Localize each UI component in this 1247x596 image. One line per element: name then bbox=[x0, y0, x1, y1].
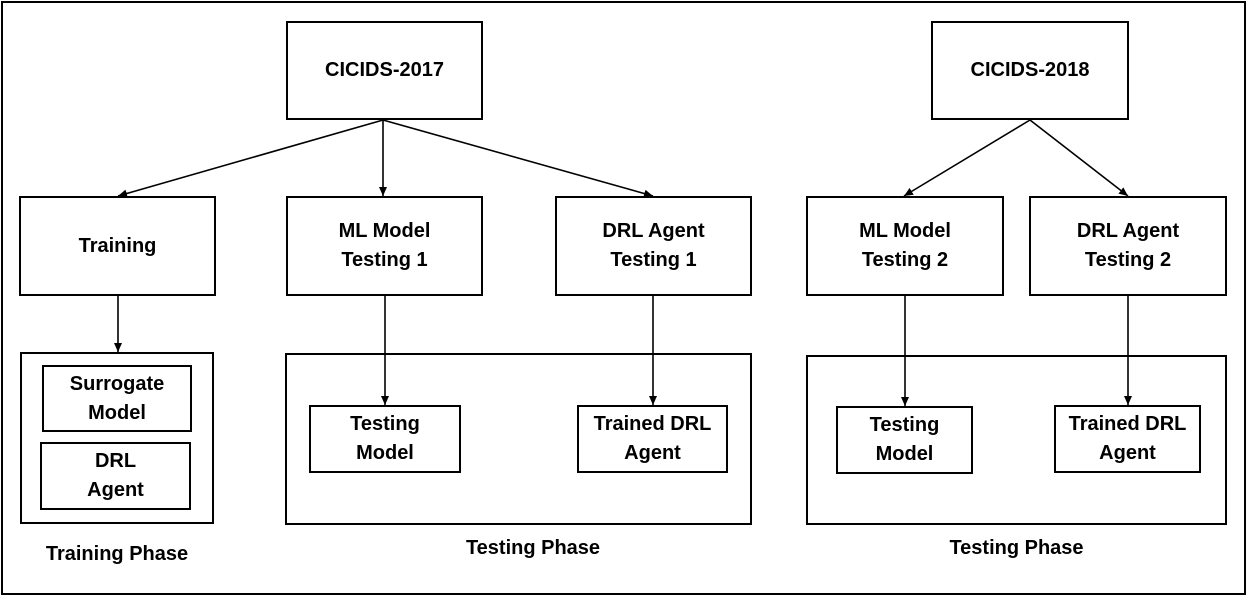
arrow-cicids2018-to-ml-model-testing-2 bbox=[903, 119, 1031, 197]
drl-agent-testing-1-box bbox=[555, 196, 752, 296]
drl-agent-label: DRL Agent bbox=[87, 450, 144, 501]
testing-phase-2-group bbox=[806, 355, 1227, 525]
cicids2017-label: CICIDS-2017 bbox=[325, 59, 444, 81]
ml-model-testing-1-label: ML Model Testing 1 bbox=[338, 220, 431, 271]
ml-model-testing-2-label: ML Model Testing 2 bbox=[859, 220, 951, 271]
testing-phase-1-caption: Testing Phase bbox=[465, 537, 601, 559]
surrogate-model-box bbox=[42, 365, 192, 432]
training-box bbox=[19, 196, 216, 296]
testing-phase-2-caption: Testing Phase bbox=[949, 537, 1084, 559]
training-phase-group bbox=[20, 352, 214, 524]
training-label: Training bbox=[78, 234, 157, 257]
arrow-cicids2018-to-drl-agent-testing-2 bbox=[1029, 119, 1129, 197]
surrogate-model-label: Surrogate Model bbox=[69, 372, 165, 424]
trained-drl-agent-2-box bbox=[1054, 405, 1201, 473]
cicids2017-box bbox=[286, 21, 483, 120]
drl-agent-testing-1-label: DRL Agent Testing 1 bbox=[602, 220, 705, 271]
trained-drl-agent-1-box bbox=[577, 405, 728, 473]
drl-agent-testing-2-label: DRL Agent Testing 2 bbox=[1076, 220, 1180, 271]
training-phase-caption: Training Phase bbox=[45, 543, 189, 565]
testing-model-2-label: Testing Model bbox=[869, 414, 940, 465]
arrow-cicids2017-to-drl-agent-testing-1 bbox=[382, 119, 654, 198]
trained-drl-agent-2-label: Trained DRL Agent bbox=[1068, 413, 1187, 464]
testing-phase-1-group bbox=[285, 353, 752, 525]
testing-model-1-box bbox=[309, 405, 461, 473]
ml-model-testing-2-box bbox=[806, 196, 1004, 296]
cicids2018-box bbox=[931, 21, 1129, 120]
cicids2018-label: CICIDS-2018 bbox=[970, 59, 1090, 81]
drl-agent-box bbox=[40, 442, 191, 510]
drl-agent-testing-2-box bbox=[1029, 196, 1227, 296]
testing-model-2-box bbox=[836, 406, 973, 474]
trained-drl-agent-1-label: Trained DRL Agent bbox=[593, 413, 712, 464]
ml-model-testing-1-box bbox=[286, 196, 483, 296]
arrow-cicids2017-to-training bbox=[117, 119, 384, 198]
testing-model-1-label: Testing Model bbox=[350, 413, 420, 464]
